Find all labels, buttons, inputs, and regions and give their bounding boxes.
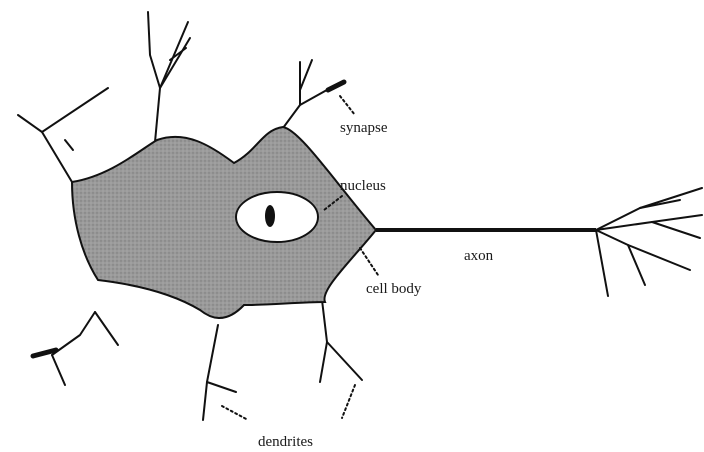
dendrites-bottom bbox=[203, 300, 362, 420]
cell-body bbox=[72, 127, 376, 318]
axon-terminals bbox=[596, 188, 702, 296]
dendrites-bottom-left bbox=[33, 312, 118, 385]
dendrites-top bbox=[148, 12, 190, 142]
synapse-terminal bbox=[328, 82, 344, 90]
label-synapse: synapse bbox=[340, 120, 388, 136]
nucleus bbox=[236, 192, 318, 242]
label-cell-body: cell body bbox=[366, 281, 422, 297]
label-dendrites: dendrites bbox=[258, 434, 313, 450]
nucleolus bbox=[265, 205, 275, 227]
dendrite-synapse bbox=[283, 60, 344, 128]
dendrites-top-left bbox=[18, 88, 108, 182]
label-nucleus: nucleus bbox=[340, 178, 386, 194]
label-axon: axon bbox=[464, 248, 494, 264]
